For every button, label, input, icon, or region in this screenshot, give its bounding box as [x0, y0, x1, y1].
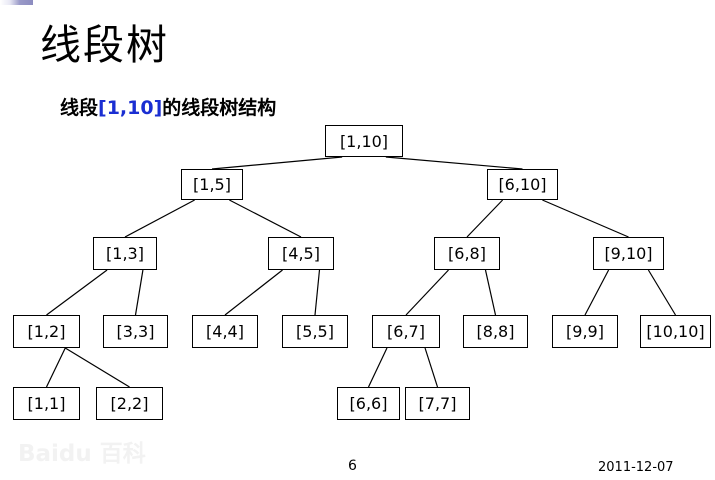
subtitle-range-highlight: [1,10]	[98, 97, 163, 119]
tree-edge	[224, 269, 283, 316]
tree-edge	[647, 269, 677, 316]
tree-node-6-8: [6,8]	[434, 237, 500, 270]
tree-node-6-10: [6,10]	[487, 169, 558, 200]
tree-node-1-10: [1,10]	[325, 125, 403, 157]
tree-edge	[229, 199, 302, 238]
tree-edge	[385, 156, 523, 170]
tree-node-1-1: [1,1]	[13, 387, 80, 420]
subtitle: 线段[1,10]的线段树结构	[60, 93, 276, 120]
tree-node-6-6: [6,6]	[337, 387, 400, 420]
tree-edge	[484, 269, 497, 316]
page-title: 线段树	[40, 21, 169, 69]
corner-accent-bar	[0, 0, 33, 5]
tree-edge	[584, 269, 610, 316]
tree-node-3-3: [3,3]	[103, 315, 168, 348]
tree-edge	[367, 347, 388, 388]
tree-node-10-10: [10,10]	[640, 315, 711, 348]
subtitle-prefix: 线段	[60, 97, 99, 119]
baidu-baike-watermark: Baidu 百科	[18, 441, 146, 467]
tree-edge	[211, 156, 343, 170]
tree-edge	[466, 199, 504, 238]
tree-edge	[134, 269, 144, 316]
tree-edge	[542, 199, 629, 238]
tree-edge	[46, 269, 108, 316]
tree-node-9-10: [9,10]	[593, 237, 664, 270]
tree-node-7-7: [7,7]	[405, 387, 470, 420]
page-number: 6	[348, 458, 357, 474]
tree-node-4-4: [4,4]	[192, 315, 258, 348]
subtitle-suffix: 的线段树结构	[162, 97, 277, 119]
tree-node-8-8: [8,8]	[463, 315, 528, 348]
tree-node-1-3: [1,3]	[93, 237, 157, 270]
tree-edge	[45, 347, 66, 388]
tree-edge	[64, 347, 130, 388]
footer-date: 2011-12-07	[598, 460, 674, 475]
tree-node-2-2: [2,2]	[96, 387, 163, 420]
tree-edge	[424, 347, 439, 388]
tree-edge	[314, 269, 321, 316]
tree-node-1-5: [1,5]	[181, 169, 243, 200]
tree-node-1-2: [1,2]	[13, 315, 80, 348]
tree-node-9-9: [9,9]	[552, 315, 618, 348]
tree-edge	[124, 199, 195, 238]
tree-edge	[405, 269, 449, 316]
tree-node-6-7: [6,7]	[372, 315, 440, 348]
tree-node-4-5: [4,5]	[268, 237, 334, 270]
tree-node-5-5: [5,5]	[282, 315, 348, 348]
